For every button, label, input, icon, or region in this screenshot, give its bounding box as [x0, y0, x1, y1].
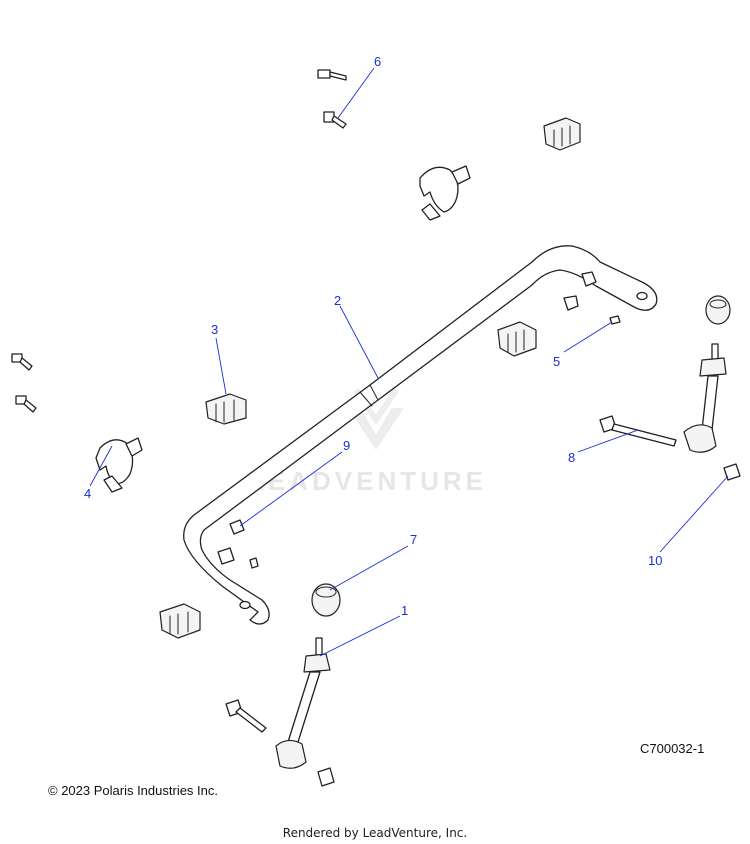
screw-left-a[interactable] — [11, 353, 33, 371]
leader-lines — [89, 67, 729, 657]
callout-10: 10 — [648, 553, 662, 568]
screw-left-b[interactable] — [15, 395, 37, 413]
pin-bar-left[interactable] — [249, 557, 259, 569]
leader-2 — [339, 305, 379, 379]
bolt-right[interactable] — [599, 415, 677, 447]
leader-4 — [89, 445, 113, 487]
diagram-code: C700032-1 — [640, 741, 705, 756]
bushing-left[interactable] — [205, 393, 247, 425]
bolt-front[interactable] — [225, 699, 267, 733]
rendered-by-footer: Rendered by LeadVenture, Inc. — [282, 826, 468, 840]
screw-top-b[interactable] — [323, 111, 347, 129]
copyright-notice: © 2023 Polaris Industries Inc. — [48, 783, 218, 798]
stabilizer-link-right[interactable] — [683, 343, 727, 453]
nut-bar-right-a[interactable] — [581, 271, 597, 287]
watermark: LEADVENTURE — [248, 388, 487, 496]
screw-top-a[interactable] — [317, 69, 347, 81]
bracket-left[interactable] — [95, 437, 143, 493]
nut-front[interactable] — [317, 767, 335, 787]
leader-7 — [329, 545, 409, 591]
callout-9: 9 — [343, 438, 350, 453]
nut-bar-right-b[interactable] — [563, 295, 579, 311]
bushing-link-right[interactable] — [705, 295, 731, 325]
leader-3 — [215, 337, 227, 395]
callout-6: 6 — [374, 54, 381, 69]
leader-1 — [319, 615, 401, 657]
bracket-top[interactable] — [419, 165, 471, 221]
leader-9 — [239, 451, 343, 527]
clip-left[interactable] — [229, 519, 245, 535]
nut-bar-left[interactable] — [217, 547, 235, 565]
callout-8: 8 — [568, 450, 575, 465]
bushing-top-right[interactable] — [543, 117, 581, 151]
stabilizer-bar[interactable] — [183, 245, 658, 625]
leader-8 — [577, 429, 639, 453]
callout-7: 7 — [410, 532, 417, 547]
leader-6 — [337, 67, 375, 119]
callout-2: 2 — [334, 293, 341, 308]
bushing-link-front[interactable] — [311, 583, 341, 617]
bushing-bar-right[interactable] — [497, 321, 537, 357]
callout-4: 4 — [84, 486, 91, 501]
stabilizer-link-front[interactable] — [275, 637, 331, 769]
bushing-bar-left[interactable] — [159, 603, 201, 639]
callout-5: 5 — [553, 354, 560, 369]
leader-10 — [659, 475, 729, 553]
callout-1: 1 — [401, 603, 408, 618]
callout-3: 3 — [211, 322, 218, 337]
watermark-text: LEADVENTURE — [248, 466, 487, 496]
leader-5 — [563, 321, 613, 353]
callout-numbers: 1 2 3 4 5 6 7 8 9 10 — [84, 54, 662, 618]
